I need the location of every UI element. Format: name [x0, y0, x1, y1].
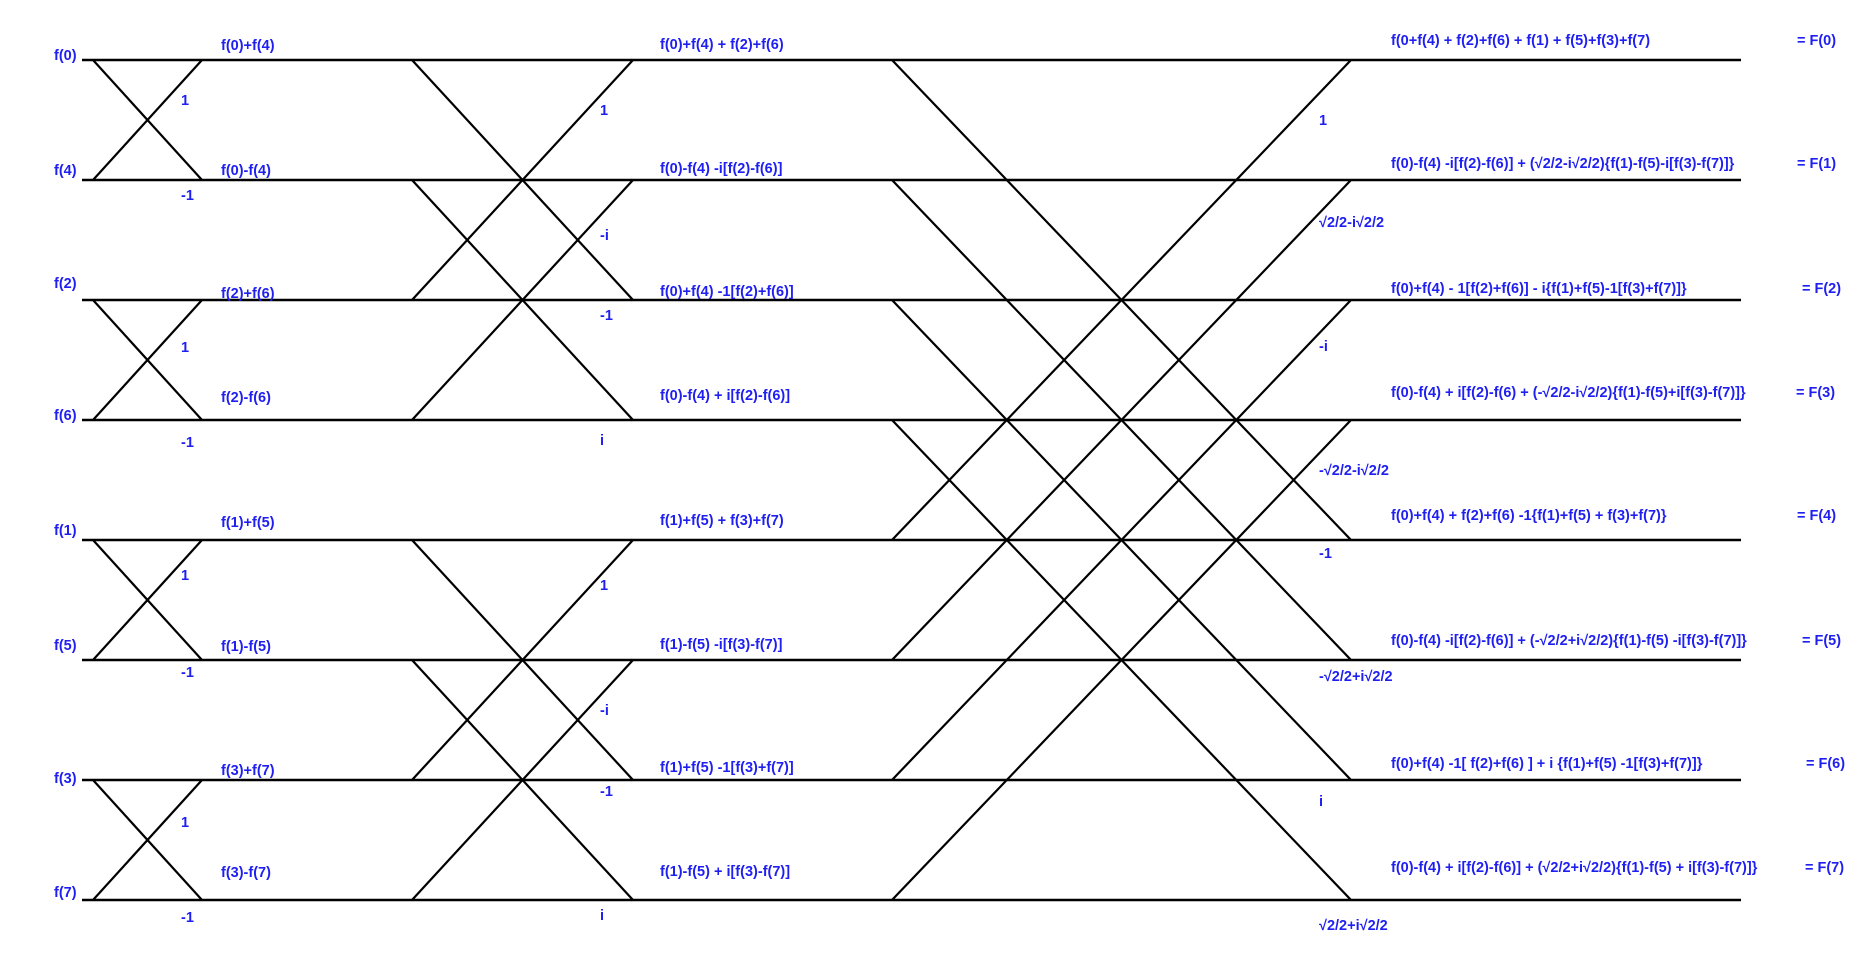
- stage1-twiddle-factor: 1: [181, 568, 189, 584]
- dft-result-label: = F(6): [1806, 756, 1845, 772]
- stage1-output-label: f(3)+f(7): [221, 763, 275, 779]
- stage2-twiddle-factor: i: [600, 433, 604, 449]
- stage3-twiddle-factor: √2/2+i√2/2: [1319, 918, 1388, 934]
- input-label: f(1): [54, 523, 77, 539]
- stage1-output-label: f(3)-f(7): [221, 865, 271, 881]
- stage1-output-label: f(0)+f(4): [221, 38, 275, 54]
- dft-result-label: = F(3): [1796, 385, 1835, 401]
- stage3-output-expression: f(0)+f(4) - 1[f(2)+f(6)] - i{f(1)+f(5)-1…: [1391, 281, 1687, 297]
- stage3-twiddle-factor: -√2/2-i√2/2: [1319, 463, 1389, 479]
- stage3-twiddle-factor: -√2/2+i√2/2: [1319, 669, 1393, 685]
- stage1-twiddle-factor: -1: [181, 188, 194, 204]
- stage2-twiddle-factor: -i: [600, 703, 609, 719]
- stage3-twiddle-factor: i: [1319, 794, 1323, 810]
- stage1-output-label: f(1)+f(5): [221, 515, 275, 531]
- stage2-output-label: f(0)-f(4) + i[f(2)-f(6)]: [660, 388, 790, 404]
- stage2-twiddle-factor: -1: [600, 784, 613, 800]
- labels: f(0) f(0)+f(4) 1 f(0)+f(4) + f(2)+f(6) 1 f(0+…: [54, 33, 1845, 934]
- stage3-output-expression: f(0+f(4) + f(2)+f(6) + f(1) + f(5)+f(3)+…: [1391, 33, 1650, 49]
- butterfly-stage2-up-2-0: [411, 59, 634, 301]
- wires: [82, 58, 1741, 902]
- stage2-output-label: f(0)-f(4) -i[f(2)-f(6)]: [660, 161, 783, 177]
- input-label: f(7): [54, 885, 77, 901]
- stage1-twiddle-factor: 1: [181, 93, 189, 109]
- stage2-twiddle-factor: -i: [600, 228, 609, 244]
- stage2-output-label: f(1)-f(5) + i[f(3)-f(7)]: [660, 864, 790, 880]
- stage3-twiddle-factor: 1: [1319, 113, 1327, 129]
- stage1-output-label: f(2)+f(6): [221, 286, 275, 302]
- stage2-twiddle-factor: -1: [600, 308, 613, 324]
- stage1-twiddle-factor: -1: [181, 665, 194, 681]
- stage1-output-label: f(2)-f(6): [221, 390, 271, 406]
- butterfly-stage3-up-4-0: [891, 59, 1352, 541]
- stage3-output-expression: f(0)-f(4) -i[f(2)-f(6)] + (√2/2-i√2/2){f…: [1391, 156, 1735, 172]
- stage3-output-expression: f(0)+f(4) + f(2)+f(6) -1{f(1)+f(5) + f(3…: [1391, 508, 1667, 524]
- butterfly-stage2-up-6-4: [411, 539, 634, 781]
- stage1-output-label: f(0)-f(4): [221, 163, 271, 179]
- stage3-twiddle-factor: -1: [1319, 546, 1332, 562]
- stage3-output-expression: f(0)+f(4) -1[ f(2)+f(6) ] + i {f(1)+f(5)…: [1391, 756, 1703, 772]
- butterfly-stage3-up-7-3: [891, 419, 1352, 901]
- input-label: f(5): [54, 638, 77, 654]
- stage1-output-label: f(1)-f(5): [221, 639, 271, 655]
- butterfly-stage1-up-3-2: [92, 299, 203, 421]
- dft-result-label: = F(0): [1797, 33, 1836, 49]
- butterfly-stage1-up-7-6: [92, 779, 203, 901]
- stage2-twiddle-factor: 1: [600, 103, 608, 119]
- stage2-output-label: f(1)+f(5) -1[f(3)+f(7)]: [660, 760, 794, 776]
- butterfly-stage3-up-5-1: [891, 179, 1352, 661]
- stage3-output-expression: f(0)-f(4) + i[f(2)-f(6)] + (√2/2+i√2/2){…: [1391, 860, 1758, 876]
- stage3-twiddle-factor: √2/2-i√2/2: [1319, 215, 1384, 231]
- stage2-output-label: f(0)+f(4) -1[f(2)+f(6)]: [660, 284, 794, 300]
- stage1-twiddle-factor: 1: [181, 815, 189, 831]
- butterfly-stage1-up-5-4: [92, 539, 203, 661]
- stage1-twiddle-factor: -1: [181, 910, 194, 926]
- stage3-output-expression: f(0)-f(4) -i[f(2)-f(6)] + (-√2/2+i√2/2){…: [1391, 633, 1747, 649]
- stage3-output-expression: f(0)-f(4) + i[f(2)-f(6) + (-√2/2-i√2/2){…: [1391, 385, 1746, 401]
- input-label: f(6): [54, 408, 77, 424]
- input-label: f(4): [54, 163, 77, 179]
- butterfly-stage3-up-6-2: [891, 299, 1352, 781]
- stage2-output-label: f(1)-f(5) -i[f(3)-f(7)]: [660, 637, 783, 653]
- dft-result-label: = F(1): [1797, 156, 1836, 172]
- stage2-output-label: f(0)+f(4) + f(2)+f(6): [660, 37, 784, 53]
- stage1-twiddle-factor: 1: [181, 340, 189, 356]
- dft-result-label: = F(7): [1805, 860, 1844, 876]
- stage2-twiddle-factor: 1: [600, 578, 608, 594]
- butterfly-stage1-up-1-0: [92, 59, 203, 181]
- input-label: f(0): [54, 48, 77, 64]
- dft-result-label: = F(5): [1802, 633, 1841, 649]
- input-label: f(2): [54, 276, 77, 292]
- input-label: f(3): [54, 771, 77, 787]
- dft-result-label: = F(2): [1802, 281, 1841, 297]
- stage2-twiddle-factor: i: [600, 908, 604, 924]
- butterfly-stage2-up-7-5: [411, 659, 634, 901]
- stage1-twiddle-factor: -1: [181, 435, 194, 451]
- stage3-twiddle-factor: -i: [1319, 339, 1328, 355]
- butterfly-stage2-up-3-1: [411, 179, 634, 421]
- dft-result-label: = F(4): [1797, 508, 1836, 524]
- stage2-output-label: f(1)+f(5) + f(3)+f(7): [660, 513, 784, 529]
